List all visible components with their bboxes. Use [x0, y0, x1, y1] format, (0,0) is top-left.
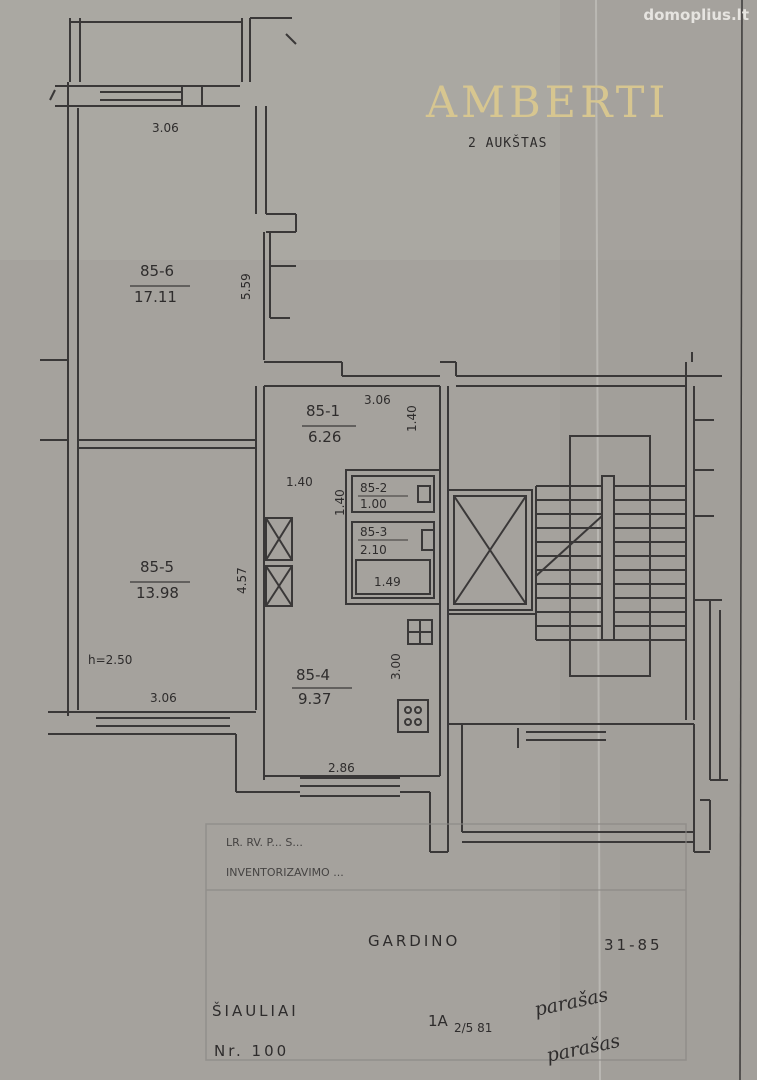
floor-label: 2 AUKŠTAS	[468, 136, 548, 151]
stamp-line-2: INVENTORIZAVIMO ...	[226, 866, 344, 879]
room-85-3-area: 2.10	[360, 543, 387, 557]
sheet-number: 1A	[428, 1012, 449, 1030]
city-name: ŠIAULIAI	[212, 1001, 299, 1020]
labels: 3.06 5.59 85-6 17.11 3.06 1.40 85-1 6.26…	[88, 121, 663, 1067]
room-85-4-length: 3.00	[389, 653, 403, 680]
room-85-1-area: 6.26	[308, 428, 341, 446]
stamp-line-1: LR. RV. P... S...	[226, 836, 303, 849]
room-85-5-id: 85-5	[140, 558, 174, 576]
room-85-5-width: 3.06	[150, 691, 177, 705]
sheet-fraction: 2/5 81	[454, 1021, 492, 1035]
room-85-3-id: 85-3	[360, 525, 387, 539]
room-85-6-id: 85-6	[140, 262, 174, 280]
corridor-width: 1.40	[286, 475, 313, 489]
room-85-5-area: 13.98	[136, 584, 179, 602]
room-85-1-length: 1.40	[405, 405, 419, 432]
street-name: GARDINO	[368, 932, 460, 950]
room-85-5-length: 4.57	[235, 567, 249, 594]
walls	[40, 17, 728, 853]
watermark-text: domoplius.lt	[643, 6, 749, 24]
room-85-2-id: 85-2	[360, 481, 387, 495]
room-85-6-width: 3.06	[152, 121, 179, 135]
room-85-4-width: 2.86	[328, 761, 355, 775]
room-85-4-id: 85-4	[296, 666, 330, 684]
room-85-2-area: 1.00	[360, 497, 387, 511]
room-85-4-area: 9.37	[298, 690, 331, 708]
brand-logo: AMBERTI	[426, 78, 670, 128]
stamp	[205, 823, 687, 1061]
room-85-3-sub: 1.49	[374, 575, 401, 589]
room-85-1-width: 3.06	[364, 393, 391, 407]
room-85-6-area: 17.11	[134, 288, 177, 306]
bath-length: 1.40	[333, 489, 347, 516]
apartment-number: 31-85	[604, 936, 663, 954]
room-85-5-height: h=2.50	[88, 653, 132, 667]
code-number: Nr. 100	[214, 1042, 289, 1060]
room-85-1-id: 85-1	[306, 402, 340, 420]
room-85-6-length: 5.59	[239, 273, 253, 300]
